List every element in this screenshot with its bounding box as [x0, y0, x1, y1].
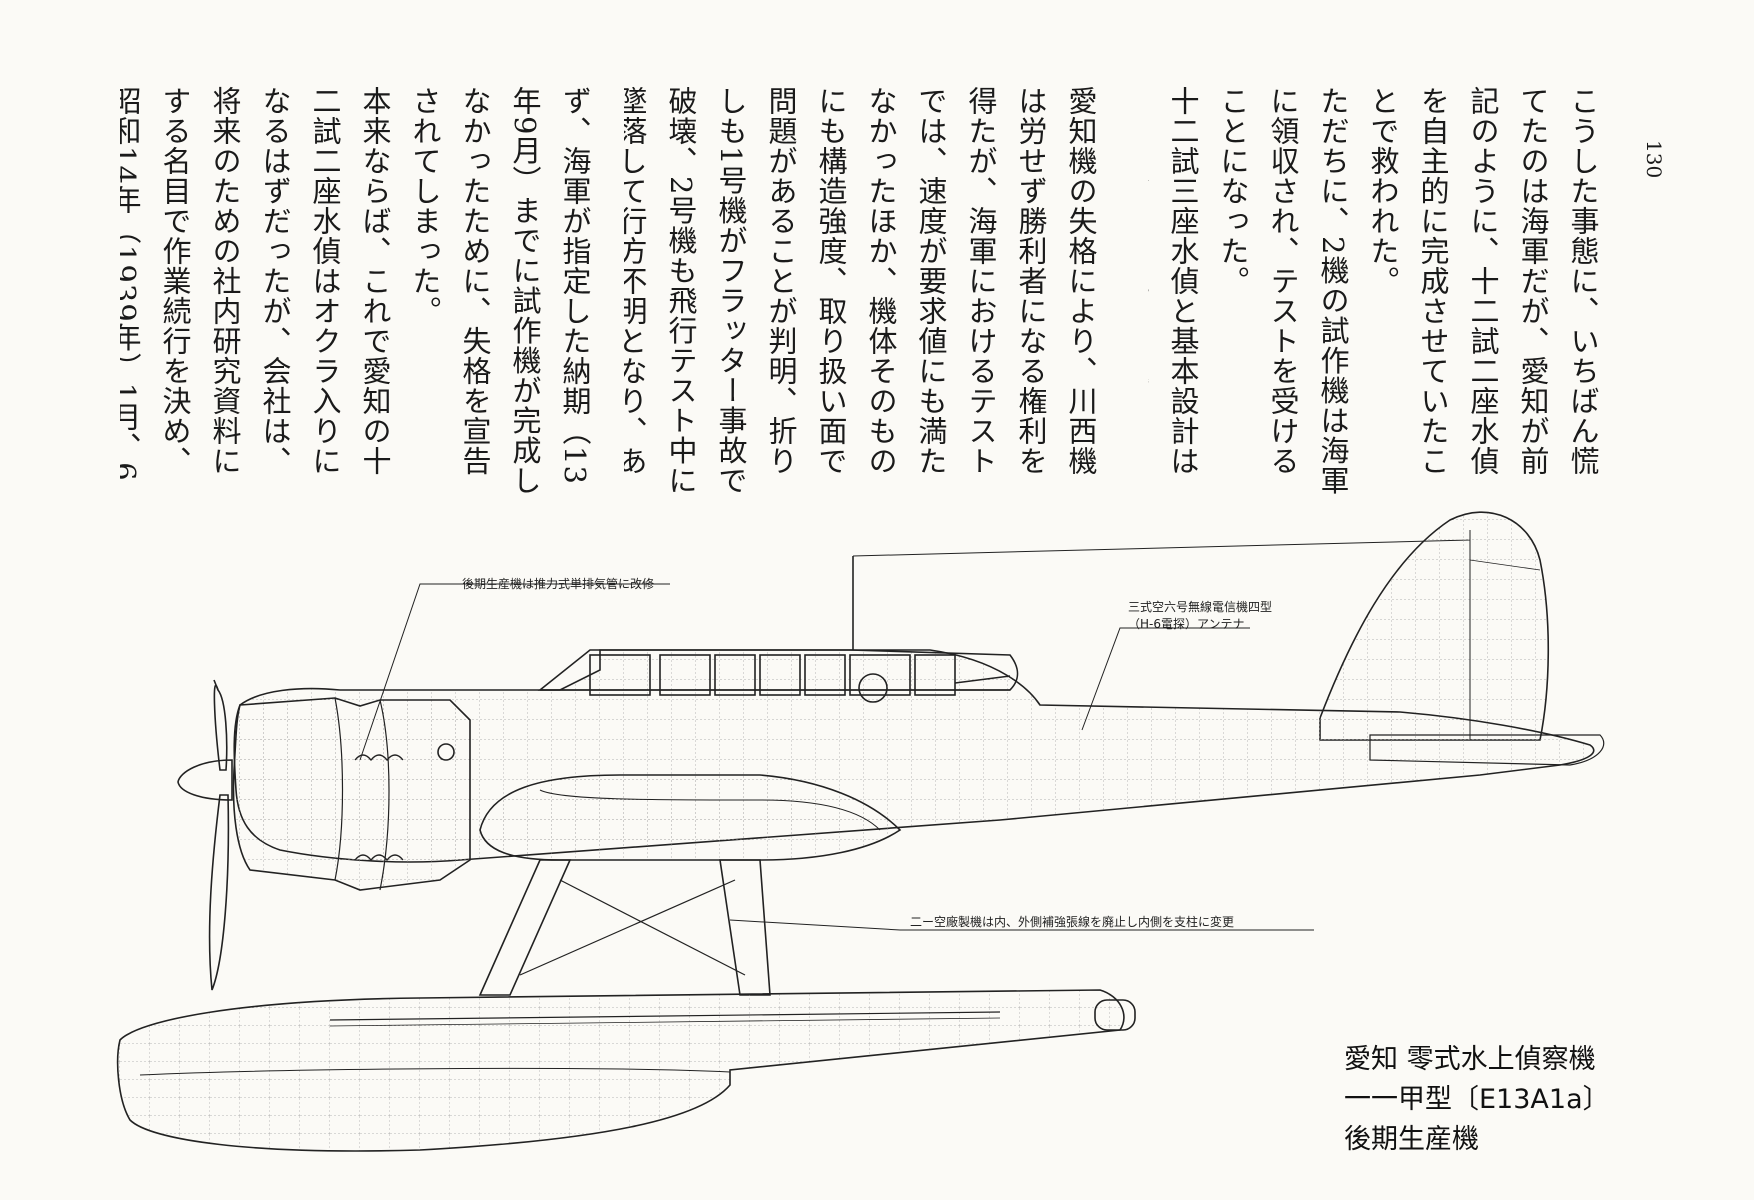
text-column-3: こうした事態に、いちばん慌てたのは海軍だが、愛知が前記のように、十二試二座水偵を… [1148, 86, 1608, 498]
paragraph: 愛知機の失格により、川西機は労せず勝利者になる権利を得たが、海軍におけるテストで… [624, 86, 1098, 496]
page-number: 130 [1642, 140, 1666, 179]
caption-line-2: 一一甲型〔E13A1a〕 [1344, 1084, 1610, 1115]
exhaust-callout: 後期生産機は推力式単排気管に改修 [462, 577, 655, 591]
figure-caption: 愛知 零式水上偵察機 一一甲型〔E13A1a〕 後期生産機 [1344, 1040, 1610, 1160]
caption-line-3: 後期生産機 [1344, 1124, 1479, 1155]
antenna-callout-line [1081, 627, 1250, 731]
text-column-1: ず、海軍が指定した納期（13年9月）までに試作機が完成しなかったために、失格を宣… [120, 86, 600, 498]
caption-line-1: 愛知 零式水上偵察機 [1344, 1044, 1596, 1075]
engine-cowling [232, 697, 471, 891]
tail-fin [1319, 511, 1550, 741]
propeller-blade-upper [213, 684, 228, 771]
paragraph: 本来ならば、これで愛知の十二試二座水偵はオクラ入りになるはずだったが、会社は、将… [120, 86, 392, 482]
strut-callout-line [729, 919, 1314, 931]
paragraph: ただちに、2機の試作機は海軍に領収され、テストを受けることになった。 [1216, 86, 1350, 496]
propeller-blade-lower [208, 794, 230, 991]
antenna-callout-line-2: （H-6電探）アンテナ [1128, 617, 1245, 631]
text-column-2: 愛知機の失格により、川西機は労せず勝利者になる権利を得たが、海軍におけるテストで… [624, 86, 1106, 498]
antenna-wire [852, 539, 1471, 557]
main-float [116, 989, 1125, 1152]
paragraph: こうした事態に、いちばん慌てたのは海軍だが、愛知が前記のように、十二試二座水偵を… [1366, 86, 1600, 476]
paragraph: 十二試三座水偵と基本設計は同じだが、同機で問題となった安定不足は、機体が大型化し… [1148, 86, 1200, 476]
front-float-strut [478, 859, 572, 996]
paragraph: ず、海軍が指定した納期（13年9月）までに試作機が完成しなかったために、失格を宣… [408, 86, 592, 496]
antenna-callout-line-1: 三式空六号無線電信機四型 [1128, 600, 1273, 614]
canopy [537, 649, 1019, 691]
strut-callout: 二ー空廠製機は内、外側補強張線を廃止し内側を支柱に変更 [910, 915, 1235, 929]
propeller-spinner [177, 759, 233, 801]
exhaust-callout-line [359, 583, 670, 761]
